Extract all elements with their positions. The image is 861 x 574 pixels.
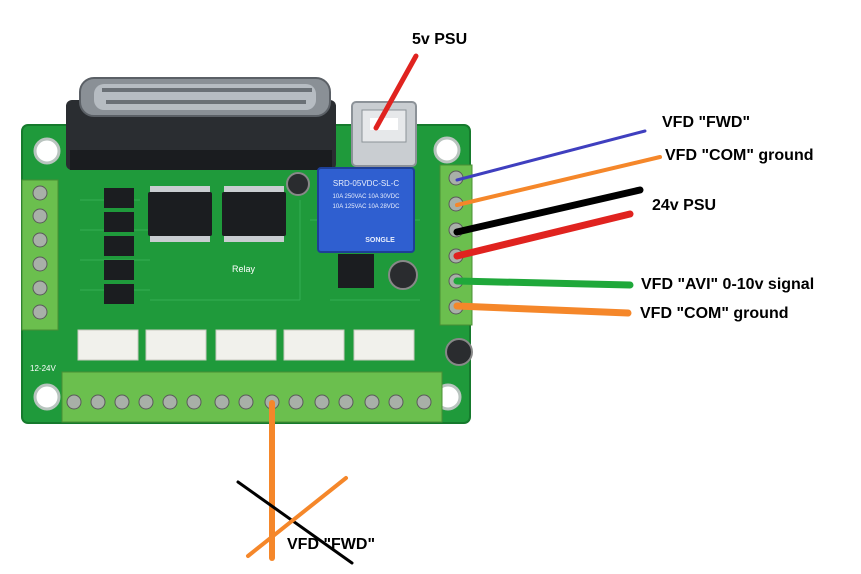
svg-text:10A 250VAC 10A 30VDC: 10A 250VAC 10A 30VDC: [333, 194, 401, 200]
label-vfd-fwd-top: VFD "FWD": [662, 114, 751, 131]
left-terminal-block: [21, 179, 59, 331]
label-vfd-com-bottom: VFD "COM" ground: [640, 305, 789, 322]
wire-vfd-com-bottom: [453, 302, 632, 317]
svg-text:SONGLE: SONGLE: [365, 237, 395, 244]
logic-chips: [104, 186, 286, 304]
capacitors: [286, 172, 473, 366]
svg-text:Relay: Relay: [232, 264, 256, 274]
right-terminal-block: [439, 164, 473, 326]
label-5v-psu: 5v PSU: [412, 31, 468, 48]
label-vfd-fwd-bottom: VFD "FWD": [287, 536, 376, 553]
axis-headers: [77, 329, 415, 361]
label-24v-psu: 24v PSU: [652, 197, 717, 214]
svg-text:10A 125VAC 10A 28VDC: 10A 125VAC 10A 28VDC: [333, 204, 401, 210]
wire-vfd-com-top: [455, 155, 662, 207]
wire-vfd-fwd-top: [455, 129, 647, 182]
wire-24v-red: [453, 210, 634, 260]
svg-text:SRD-05VDC-SL-C: SRD-05VDC-SL-C: [333, 179, 399, 188]
db25-parallel-connector: [66, 77, 336, 170]
relay: SRD-05VDC-SL-C 10A 250VAC 10A 30VDC 10A …: [317, 167, 415, 253]
svg-text:12-24V: 12-24V: [30, 364, 56, 373]
bottom-terminal-block: [61, 371, 443, 423]
wire-vfd-avi: [453, 277, 634, 289]
wire-24v-black: [453, 186, 644, 236]
annotation-wires: [236, 53, 662, 565]
label-vfd-avi: VFD "AVI" 0-10v signal: [641, 276, 815, 293]
cross-line-orange: [246, 476, 348, 558]
label-vfd-com-top: VFD "COM" ground: [665, 147, 814, 164]
wire-5v-psu: [373, 53, 419, 131]
breakout-board: SRD-05VDC-SL-C 10A 250VAC 10A 30VDC 10A …: [21, 77, 473, 424]
cross-line-black: [236, 480, 354, 565]
